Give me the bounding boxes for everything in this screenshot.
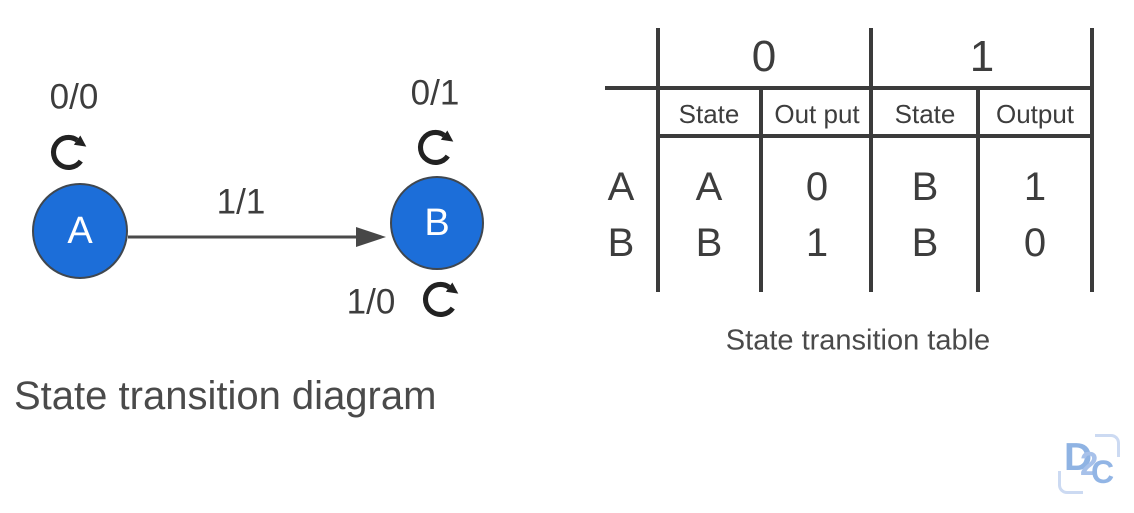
table-vline-2	[869, 28, 873, 292]
input-header-0: 0	[751, 32, 777, 81]
state-node-a: A	[32, 183, 128, 279]
table-hline-1	[605, 86, 1094, 90]
logo-letter-d: D	[1064, 436, 1093, 479]
cell-b-0-state: B	[695, 221, 723, 265]
table-vline-5	[976, 86, 980, 292]
logo-letter-c: C	[1091, 454, 1115, 490]
table-vline-4	[759, 86, 763, 292]
table-caption: State transition table	[725, 324, 991, 357]
self-loop-icon-b-bottom	[422, 281, 459, 317]
transition-edge-label: 1/1	[216, 182, 266, 222]
state-node-a-label: A	[67, 210, 93, 252]
sub-header-state-1: State	[894, 99, 956, 129]
self-loop-label-b-top: 0/1	[410, 73, 460, 113]
d2c-logo: D 2 C	[1058, 434, 1120, 494]
self-loop-icon-a	[50, 134, 87, 170]
row-label-a: A	[607, 165, 635, 209]
table-vline-3	[1090, 28, 1094, 292]
cell-a-1-state: B	[911, 165, 939, 209]
logo-frame-corner-bottom-left	[1058, 471, 1083, 494]
state-node-b: B	[390, 176, 484, 270]
table-hline-2	[656, 134, 1094, 138]
self-loop-label-b-bottom: 1/0	[346, 282, 396, 322]
table-vline-1	[656, 28, 660, 292]
diagram-caption: State transition diagram	[14, 374, 437, 418]
logo-frame-corner-top-right	[1095, 434, 1120, 457]
cell-a-1-output: 1	[1023, 165, 1047, 209]
self-loop-icon-b-top	[417, 129, 454, 165]
cell-b-1-state: B	[911, 221, 939, 265]
cell-b-0-output: 1	[805, 221, 829, 265]
cell-a-0-output: 0	[805, 165, 829, 209]
row-label-b: B	[607, 221, 635, 265]
sub-header-output-1: Output	[995, 99, 1075, 129]
self-loop-label-a: 0/0	[49, 77, 99, 117]
sub-header-output-0: Out put	[774, 99, 860, 129]
logo-letter-2: 2	[1080, 445, 1099, 482]
state-node-b-label: B	[424, 202, 450, 244]
transition-arrow	[128, 227, 386, 247]
sub-header-state-0: State	[678, 99, 740, 129]
cell-a-0-state: A	[695, 165, 723, 209]
input-header-1: 1	[969, 32, 995, 81]
cell-b-1-output: 0	[1023, 221, 1047, 265]
